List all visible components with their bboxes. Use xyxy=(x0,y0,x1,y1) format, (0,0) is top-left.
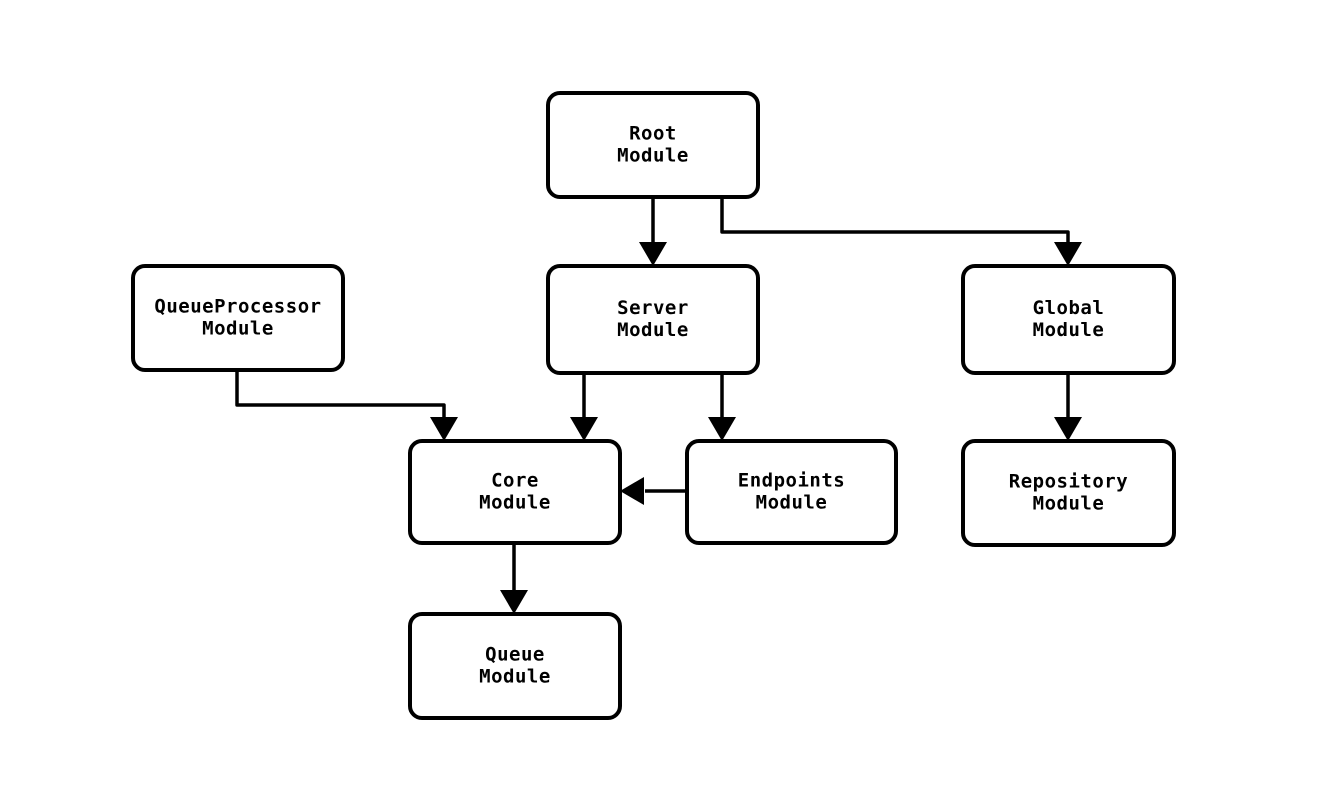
edge-queueprocessor-to-core xyxy=(235,370,446,418)
node-queueprocessor-label-line1: QueueProcessor xyxy=(154,296,321,318)
node-root-label-line1: Root xyxy=(629,123,677,145)
node-queue-box[interactable] xyxy=(408,612,622,720)
node-root-box[interactable] xyxy=(546,91,760,199)
node-endpoints-label-line1: Endpoints xyxy=(738,470,845,492)
node-core-box[interactable] xyxy=(408,439,622,545)
head-core-to-queue-arrowhead-icon xyxy=(500,590,528,614)
node-server-label-line1: Server xyxy=(617,297,689,319)
head-endpoints-to-core-arrowhead-icon xyxy=(620,477,644,505)
node-queueprocessor-box[interactable] xyxy=(131,264,345,372)
node-queue-label-line1: Queue xyxy=(485,644,545,666)
node-endpoints-box[interactable] xyxy=(685,439,898,545)
node-repository-label-line1: Repository xyxy=(1009,471,1128,493)
node-core-label-line1: Core xyxy=(491,470,539,492)
arrowhead-layer xyxy=(430,242,1082,614)
node-repository-box[interactable] xyxy=(961,439,1176,547)
node-global-label-line1: Global xyxy=(1033,297,1105,319)
node-layer: RootModuleQueueProcessorModuleServerModu… xyxy=(131,91,1176,720)
head-global-to-repository-arrowhead-icon xyxy=(1054,417,1082,441)
head-server-to-core-arrowhead-icon xyxy=(570,417,598,441)
node-root-label-line2: Module xyxy=(617,145,689,167)
head-server-to-endpoints-arrowhead-icon xyxy=(708,417,736,441)
node-queue-label-line2: Module xyxy=(479,666,551,688)
head-root-to-global-arrowhead-icon xyxy=(1054,242,1082,266)
head-root-to-server-arrowhead-icon xyxy=(639,242,667,266)
edge-root-to-global xyxy=(720,197,1070,243)
node-repository-label-line2: Module xyxy=(1033,493,1105,515)
head-queueprocessor-to-core-arrowhead-icon xyxy=(430,417,458,441)
node-server-label-line2: Module xyxy=(617,319,689,341)
node-endpoints-label-line2: Module xyxy=(756,492,828,514)
node-core-label-line2: Module xyxy=(479,492,551,514)
node-global-label-line2: Module xyxy=(1033,319,1105,341)
node-queueprocessor-label-line2: Module xyxy=(202,318,274,340)
edge-layer xyxy=(235,197,1070,591)
node-server-box[interactable] xyxy=(546,264,760,375)
node-global-box[interactable] xyxy=(961,264,1176,375)
